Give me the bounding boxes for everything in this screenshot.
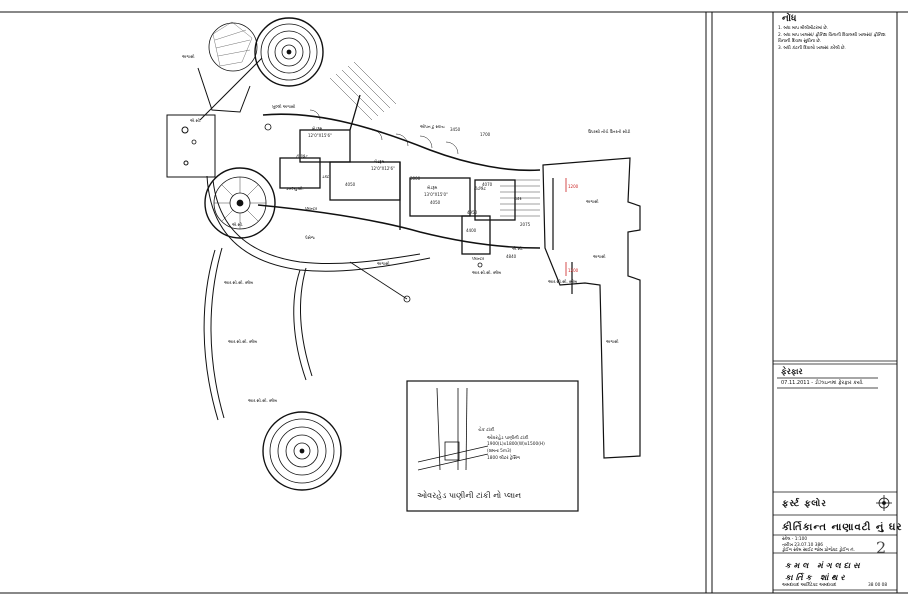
label-terrace-3: અગાસી: [586, 199, 599, 204]
label-open-above: ઓપન ટુ સ્કાય: [420, 124, 445, 129]
address-text: અમદાવાદ આર્કિટેક્ટ અમદાવાદ: [782, 583, 837, 588]
inset-label-3: (ક્ષમતા 5m3): [487, 449, 512, 454]
label-terrace-4: અગાસી: [593, 254, 606, 259]
notes-list: 1. બધા માપ મીલીમીટરમાં છે. 2. બધા માપ ખા…: [778, 26, 896, 53]
inset-label-top: ચેક ટાંકી: [478, 428, 495, 433]
label-bedroom-3: બેડરૂમ: [427, 185, 438, 190]
label-ac-2: એ.સી.: [190, 118, 201, 123]
label-open-terrace: ખુલ્લી અગાસી: [272, 104, 295, 109]
code-text: 38 00 08: [868, 583, 888, 588]
curved-main-wing: [257, 113, 541, 249]
revision-row: 07.11.2011 - ડીઝાઇનમાં ફેરફાર કર્યા.: [781, 380, 864, 386]
scale-text: સ્કેલ - 1:100: [782, 537, 808, 542]
dim-6: 2075: [520, 222, 531, 227]
leader-markers: [191, 123, 483, 303]
label-wc: ડબલ્યુ.સી.: [286, 186, 304, 191]
sheet-number: 2: [876, 538, 887, 557]
label-ac-1: એ.સી.: [232, 222, 243, 227]
label-ac-ledge-5: આર.સી.સી. સ્લેબ: [548, 279, 578, 284]
dim-8: 3000: [410, 176, 421, 181]
stair-tower-top: [208, 21, 258, 72]
water-tank-bottom: [262, 411, 342, 491]
label-bedroom-3-dim: 13'0"X15'0": [424, 192, 448, 197]
label-stair: દાદર: [514, 196, 522, 201]
label-bedroom-2: બેડરૂમ: [374, 159, 385, 164]
label-duct: ડક્ટ: [322, 174, 330, 179]
dim-5: 4950: [467, 210, 478, 215]
dim-7: 4400: [466, 228, 477, 233]
inner-walls: [279, 94, 516, 255]
label-ac-ledge-4: આર.સી.સી. સ્લેબ: [472, 270, 502, 275]
label-toilet-1: ટોઈલેટ: [296, 154, 308, 159]
dim-0: 3450: [450, 127, 461, 132]
west-terrace: [166, 114, 216, 178]
dim-2: 4050: [345, 182, 356, 187]
dim-9: 4840: [506, 254, 517, 259]
spiral-stair: [204, 167, 276, 239]
stair-flight: [329, 61, 540, 217]
date-text: તારીખ 23.07.10 386: [782, 543, 823, 548]
note-item: 3. બધી કંટની દિવાલો ખાલસાં કરેલી છે.: [778, 46, 846, 51]
label-terrace-1: અગાસી: [182, 54, 195, 59]
inset-label-2: 1900(L)x1800(W)x1500(H): [487, 442, 545, 447]
label-ac-ledge-1: આર.સી.સી. સ્લેબ: [224, 280, 254, 285]
label-passage: પેસેજ: [305, 235, 315, 240]
inset-caption: ઓવરહેડ પાણીની ટાંકી નો પ્લાન: [417, 491, 522, 500]
dim-3: 4070: [482, 182, 493, 187]
label-ac-3: એ.સી.: [512, 246, 523, 251]
floor-plan: [166, 17, 641, 512]
drawn-text: ડ્રોઈંગ સ્કેમ સાઈટ જોબ પ્રોજેક્ટ ડ્રોઈંગ…: [782, 548, 855, 553]
label-terrace-2: અગાસી: [377, 261, 390, 266]
architect-line-2: કાર્તિક શાંથર: [785, 573, 848, 582]
door-swings: [309, 109, 459, 155]
label-ac-ledge-3: આર.સી.સી. સ્લેબ: [248, 398, 278, 403]
label-bedroom-1: બેડરૂમ: [312, 126, 323, 131]
dim-1: 1700: [480, 132, 491, 137]
water-tank-top: [254, 17, 324, 87]
north-arrow-icon: [876, 495, 892, 511]
red-dim-0: 1200: [568, 184, 579, 189]
inset-label-4: 1800 લીટર ટ્રેસિંગ: [487, 456, 520, 461]
label-planter-2: પ્લાન્ટર: [305, 206, 317, 211]
label-bedroom-1-dim: 12'0"X15'6": [308, 133, 332, 138]
client-name: કીર્તિકાન્ત નાણાવટી નું ઘર: [782, 522, 903, 533]
curved-balcony-wall: [197, 57, 431, 421]
title-block-grid: [773, 360, 897, 591]
note-item: 2. બધા માપ ખાલસાં/ ફ્રીનિશ વિનાની દિવાલથ…: [778, 33, 886, 44]
label-terrace-5: અગાસી: [606, 339, 619, 344]
notes-heading: નોંધ: [782, 14, 797, 24]
red-dim-1: 1200: [568, 268, 579, 273]
plan-text: ખુલ્લી અગાસી અગાસી અગાસી અગાસી અગાસી અગા…: [182, 54, 630, 403]
label-ac-ledge-2: આર.સી.સી. સ્લેબ: [228, 339, 258, 344]
east-terrace: [542, 157, 641, 459]
label-toilet-2: ટોઈલેટ: [474, 186, 486, 191]
floor-title: ફર્સ્ટ ફ્લોર: [782, 499, 827, 509]
revisions-heading: ફેરફાર: [781, 367, 803, 376]
inset-box: [406, 380, 579, 512]
architect-line-1: કમલ મંગલદાસ: [785, 561, 863, 570]
inset-label-1: ઓવરહેડ પાણીની ટાંકી: [487, 436, 529, 441]
sheet-border: [0, 11, 908, 594]
label-above-note: ઉપરથી નીચે ઉતરતી સીડી: [588, 129, 630, 134]
dim-4: 4050: [430, 200, 441, 205]
label-bedroom-2-dim: 12'0"X12'6": [371, 166, 395, 171]
note-item: 1. બધા માપ મીલીમીટરમાં છે.: [778, 26, 829, 31]
label-planter-1: પ્લાન્ટર: [472, 256, 484, 261]
